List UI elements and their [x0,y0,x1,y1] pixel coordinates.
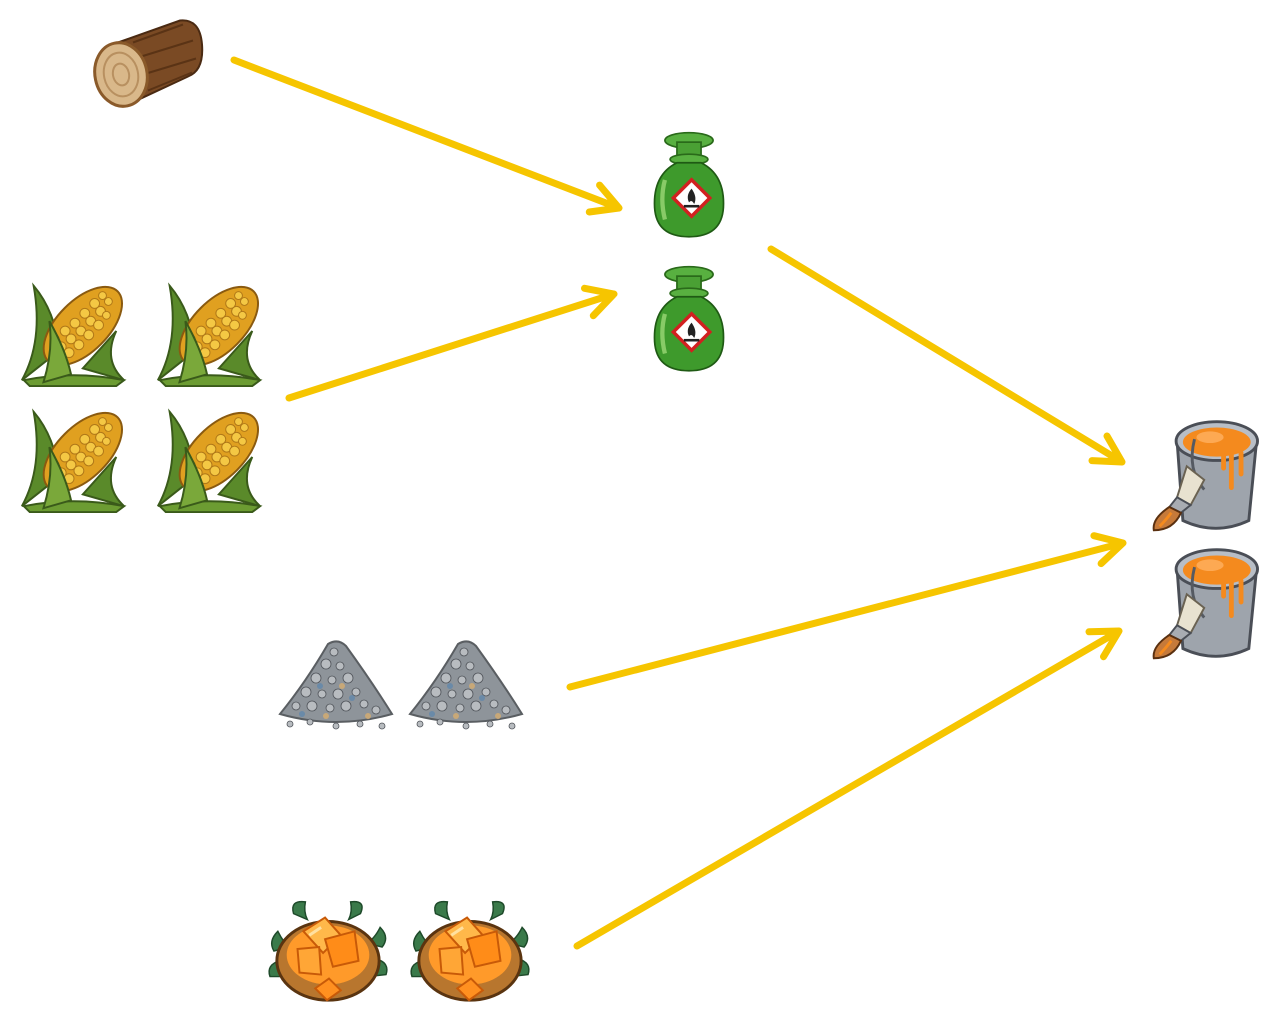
log-icon [88,18,204,113]
corn-icon [156,272,268,388]
arrow-corn-to-fuel [285,284,618,402]
green-fuel-bottle-icon [654,267,723,371]
gravel-icon [408,640,524,731]
amber-ore-icon [409,900,531,1002]
orange-paint-bucket-icon [1154,550,1258,659]
arrow-amber-to-paint [573,627,1123,950]
arrow-log-to-fuel [230,56,623,216]
arrow-gravel-to-paint [566,532,1127,691]
amber-ore-icon [267,900,389,1002]
arrow-fuel-to-paint [767,245,1126,466]
green-fuel-bottle-icon [654,133,723,237]
corn-icon [156,398,268,514]
corn-icon [20,398,132,514]
orange-paint-bucket-icon [1154,422,1258,531]
corn-icon [20,272,132,388]
gravel-icon [278,640,394,731]
